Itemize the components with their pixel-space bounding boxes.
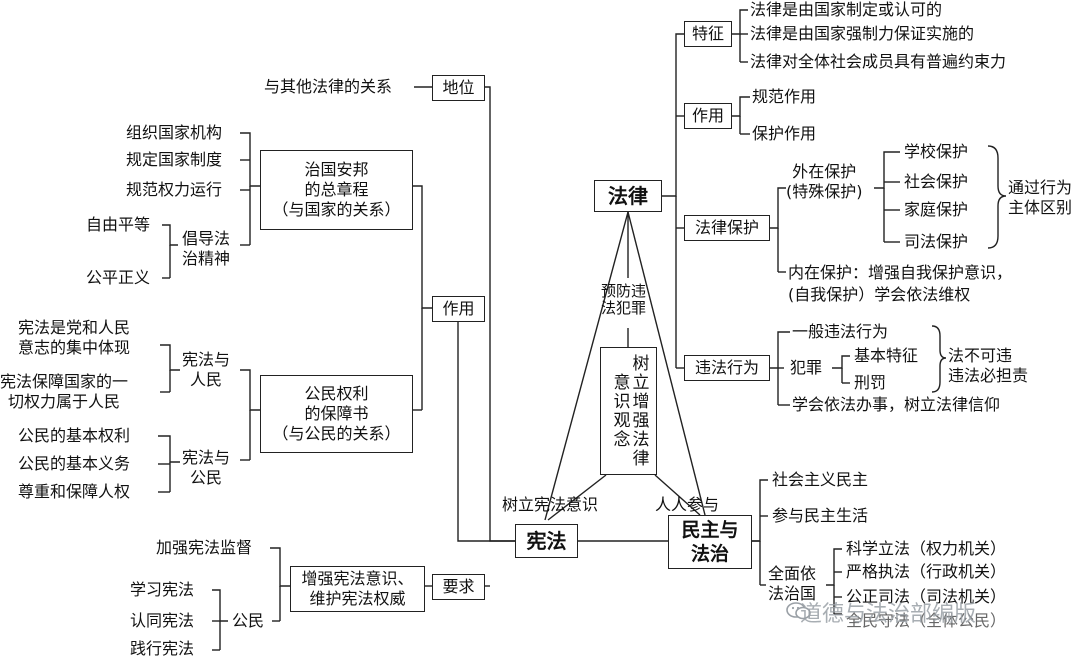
zhiguo-item-1: 组织国家机构 [126, 123, 223, 142]
jiaqiang-item: 加强宪法监督 [156, 538, 253, 557]
connector-shuli: 树立宪法意识 [502, 495, 599, 514]
waizai-note: 通过行为 主体区别 [1008, 178, 1073, 217]
neizai-item: 内在保护：增强自我保护意识， (自我保护）学会依法维权 [788, 263, 1013, 304]
minzhu-item-2: 参与民主生活 [772, 506, 869, 525]
tezheng-box: 特征 [684, 21, 732, 47]
renmin-item-2: 宪法保障国家的一 切权力属于人民 [0, 372, 129, 411]
minzhu-item-1: 社会主义民主 [772, 470, 869, 489]
connector-renren: 人人参与 [655, 495, 720, 514]
gongmin-item-1: 公民的基本权利 [18, 426, 131, 445]
gongmin-quanli-box: 公民权利 的保障书 （与公民的关系） [260, 375, 413, 453]
waizai-item-1: 学校保护 [904, 142, 969, 161]
yaoqiu-gongmin-item-3: 践行宪法 [130, 639, 195, 658]
zhiguo-box: 治国安邦 的总章程 （与国家的关系） [260, 150, 413, 230]
chandao-item-1: 自由平等 [86, 215, 151, 234]
falv-zuoyong-item-2: 保护作用 [752, 124, 817, 143]
falv-zuoyong-box: 作用 [684, 103, 732, 129]
tezheng-item-2: 法律是由国家强制力保证实施的 [750, 24, 975, 43]
chandao-item-2: 公平正义 [86, 268, 151, 287]
center-concept-box: 树立增强法律意识观念 [600, 347, 657, 475]
minzhu-box: 民主与 法治 [668, 515, 752, 569]
waizai-label: 外在保护 (特殊保护) [786, 162, 863, 201]
connector-yufang: 预防违 法犯罪 [601, 282, 647, 317]
tezheng-item-1: 法律是由国家制定或认可的 [750, 0, 943, 19]
center-concept-label: 树立增强法律意识观念 [609, 354, 649, 468]
xianfa-gongmin-label: 宪法与 公民 [182, 448, 231, 487]
zhiguo-item-3: 规范权力运行 [126, 180, 223, 199]
gongmin-item-2: 公民的基本义务 [18, 454, 131, 473]
quanmian-item-4: 全民守法（全体公民） [846, 611, 1007, 630]
zengqiang-box: 增强宪法意识、 维护宪法权威 [290, 566, 425, 612]
fanzui-item-1: 基本特征 [854, 346, 919, 365]
quanmian-item-1: 科学立法（权力机关） [846, 539, 1007, 558]
waizai-item-3: 家庭保护 [904, 200, 969, 219]
yaoqiu-gongmin-item-2: 认同宪法 [130, 611, 195, 630]
waizai-item-4: 司法保护 [904, 232, 969, 251]
renmin-item-1: 宪法是党和人民 意志的集中体现 [18, 318, 131, 357]
quanmian-label: 全面依 法治国 [768, 564, 817, 603]
wechat-icon [786, 602, 811, 620]
yaoqiu-gongmin-item-1: 学习宪法 [130, 580, 195, 599]
renmin-label: 宪法与 人民 [182, 350, 231, 389]
diwei-item: 与其他法律的关系 [264, 77, 393, 96]
chandao-label: 倡导法 治精神 [182, 229, 231, 268]
falv-zuoyong-item-1: 规范作用 [752, 87, 817, 106]
yaoqiu-box: 要求 [432, 574, 485, 600]
weifa-bottom-item: 学会依法办事，树立法律信仰 [792, 395, 1001, 414]
gongmin-item-3: 尊重和保障人权 [18, 482, 131, 501]
weifa-note: 法不可违 违法必担责 [948, 346, 1029, 385]
baohu-box: 法律保护 [684, 215, 770, 241]
watermark-text: 道德与法治部编版 [800, 602, 977, 627]
quanmian-item-3: 公正司法（司法机关） [846, 587, 1007, 606]
weifa-box: 违法行为 [684, 355, 770, 381]
xianfa-zuoyong-box: 作用 [432, 296, 485, 322]
xianfa-box: 宪法 [515, 524, 578, 558]
yiban-item: 一般违法行为 [792, 322, 889, 341]
fanzui-item-2: 刑罚 [854, 373, 887, 392]
waizai-item-2: 社会保护 [904, 172, 969, 191]
yaoqiu-gongmin-label: 公民 [232, 611, 265, 630]
quanmian-item-2: 严格执法（行政机关） [846, 562, 1007, 581]
fanzui-label: 犯罪 [790, 358, 823, 377]
falv-box: 法律 [594, 180, 662, 212]
zhiguo-item-2: 规定国家制度 [126, 150, 223, 169]
diwei-box: 地位 [432, 75, 485, 101]
tezheng-item-3: 法律对全体社会成员具有普遍约束力 [750, 52, 1007, 71]
